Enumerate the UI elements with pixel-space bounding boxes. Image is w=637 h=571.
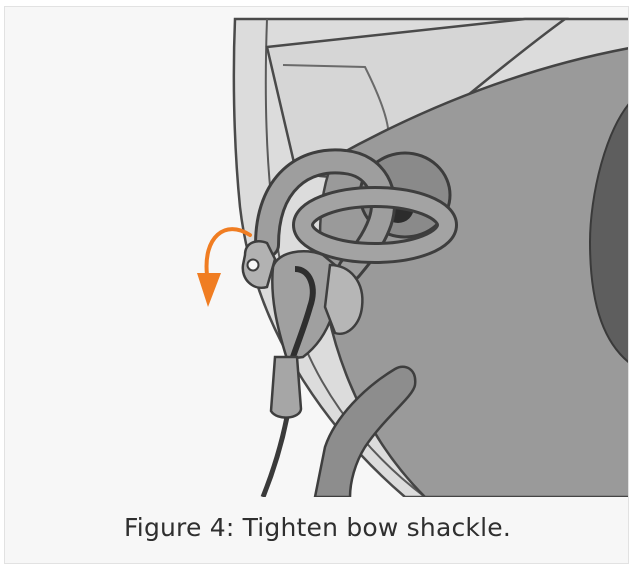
steel-cable — [263, 417, 287, 497]
bow-shackle-illustration — [5, 7, 629, 497]
figure-caption: Figure 4: Tighten bow shackle. — [5, 513, 629, 542]
rotate-counterclockwise-arrow-icon — [197, 273, 221, 307]
figure-card: Figure 4: Tighten bow shackle. — [4, 6, 629, 564]
cable-ferrule — [271, 357, 301, 418]
shackle-pin-hole — [248, 260, 259, 271]
